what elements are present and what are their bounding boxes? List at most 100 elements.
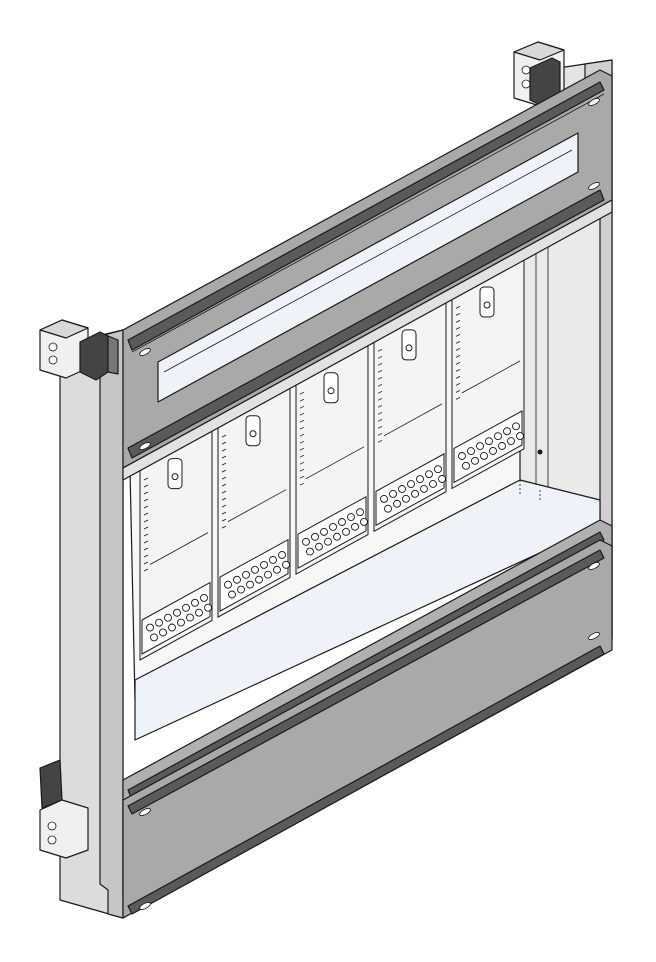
terminal-mark [455, 313, 461, 316]
terminal-mark [143, 547, 149, 551]
knockout-hole [177, 618, 185, 627]
knockout-hole [260, 560, 268, 569]
terminal-mark [143, 519, 149, 523]
knockout-hole [233, 575, 241, 584]
knockout-hole [342, 527, 350, 536]
knockout-hole [251, 565, 259, 574]
knockout-hole [351, 522, 359, 531]
terminal-mark [299, 461, 305, 465]
knockout-hole [512, 422, 520, 431]
terminal-mark [299, 482, 305, 486]
knockout-hole [320, 527, 328, 536]
knockout-hole [434, 465, 442, 474]
knockout-hole [315, 542, 323, 551]
screw-icon [171, 473, 179, 481]
knockout-hole [306, 547, 314, 556]
terminal-mark [221, 469, 227, 473]
terminal-mark [143, 554, 149, 558]
knockout-hole [333, 532, 341, 541]
knockout-hole [338, 518, 346, 526]
knockout-hole [282, 560, 290, 569]
knockout-hole [155, 618, 163, 627]
knockout-hole [485, 437, 493, 446]
module-divider [227, 489, 287, 522]
knockout-hole [302, 537, 310, 546]
knockout-hole [429, 480, 437, 488]
terminal-mark [143, 498, 149, 502]
terminal-mark [143, 484, 149, 488]
terminal-mark [377, 432, 383, 436]
knockout-hole [498, 442, 506, 450]
knockout-hole [311, 532, 319, 541]
terminal-mark [299, 419, 305, 423]
knockout-hole [425, 470, 433, 479]
terminal-mark [299, 440, 305, 444]
terminal-mark [299, 391, 305, 395]
knockout-hole [186, 613, 194, 622]
terminal-mark [455, 320, 461, 323]
terminal-mark [377, 404, 383, 408]
module-divider [149, 532, 209, 565]
terminal-mark [377, 376, 383, 380]
terminal-mark [221, 504, 227, 508]
terminal-mark [455, 369, 461, 372]
terminal-mark [377, 383, 383, 387]
knockout-hole [347, 513, 355, 521]
knockout-hole [224, 580, 232, 589]
terminal-mark [299, 398, 305, 402]
module-divider [461, 360, 521, 394]
terminal-mark [455, 383, 461, 386]
knockout-hole [489, 447, 497, 455]
terminal-mark [221, 490, 227, 494]
knockout-hole [329, 523, 337, 531]
knockout-hole [150, 633, 158, 642]
knockout-hole [195, 608, 203, 617]
knockout-hole [164, 613, 172, 622]
terminal-mark [143, 526, 149, 530]
terminal-mark [377, 355, 383, 359]
terminal-mark [377, 425, 383, 429]
knockout-hole [380, 494, 388, 503]
knockout-hole [389, 490, 397, 498]
terminal-mark [143, 477, 149, 481]
terminal-mark [221, 441, 227, 445]
knockout-hole [255, 575, 263, 584]
terminal-mark [143, 512, 149, 516]
terminal-mark [455, 390, 461, 393]
knockout-hole [273, 565, 281, 574]
terminal-mark [455, 306, 461, 309]
terminal-mark [299, 412, 305, 416]
knockout-hole [246, 580, 254, 589]
knockout-hole [324, 537, 332, 546]
knockout-hole [507, 437, 515, 445]
terminal-mark [143, 533, 149, 537]
terminal-mark [221, 434, 227, 438]
knockout-hole [204, 603, 212, 612]
floor-strip [134, 479, 601, 741]
module-group [139, 247, 525, 661]
terminal-mark [455, 397, 461, 400]
knockout-hole [159, 628, 167, 637]
knockout-hole [494, 432, 502, 441]
knockout-hole [467, 447, 475, 455]
screw-icon [483, 301, 491, 309]
terminal-mark [221, 455, 227, 459]
terminal-mark [455, 341, 461, 344]
knockout-hole [420, 484, 428, 493]
terminal-mark [221, 497, 227, 501]
module-divider [383, 403, 443, 437]
screw-icon [405, 344, 413, 352]
knockout-hole [356, 508, 364, 517]
terminal-mark [455, 362, 461, 365]
terminal-mark [221, 462, 227, 466]
terminal-mark [455, 348, 461, 351]
screw-icon [249, 430, 257, 438]
knockout-hole [200, 593, 208, 602]
bottom-cover-panel [122, 539, 613, 919]
terminal-mark [221, 511, 227, 515]
terminal-mark [299, 433, 305, 437]
knockout-hole [471, 456, 479, 465]
knockout-hole [191, 598, 199, 607]
terminal-mark [299, 454, 305, 458]
